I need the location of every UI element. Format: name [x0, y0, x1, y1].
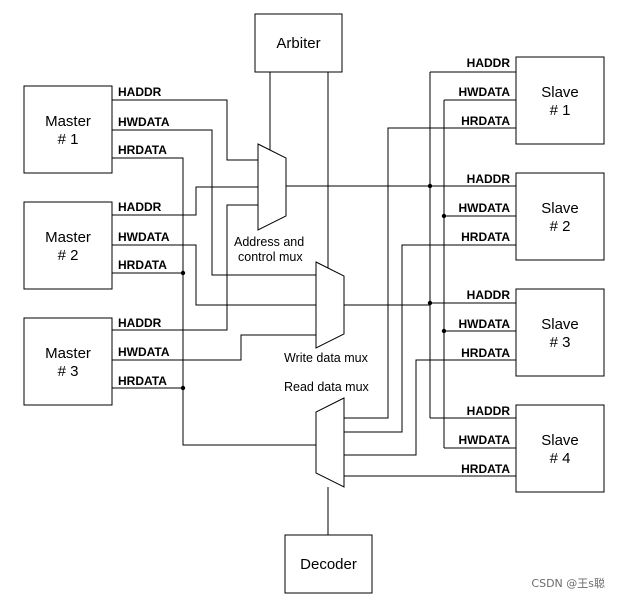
- s4-haddr-label: HADDR: [467, 404, 511, 418]
- read-mux-label: Read data mux: [284, 380, 370, 394]
- slave-1-number: # 1: [550, 102, 571, 119]
- s2-haddr-label: HADDR: [467, 172, 511, 186]
- s2-hrdata-wire: [344, 244, 516, 433]
- s1-hwdata-label: HWDATA: [458, 85, 510, 99]
- decoder-label: Decoder: [300, 556, 357, 573]
- master-3-box: [23, 317, 113, 406]
- master-2-label: Master: [45, 229, 91, 246]
- write-mux-label: Write data mux: [284, 351, 369, 365]
- address-mux-label-2: control mux: [238, 250, 303, 264]
- master-3-label: Master: [45, 345, 91, 362]
- slave-2-number: # 2: [550, 218, 571, 235]
- master-2-number: # 2: [58, 247, 79, 264]
- slave-1-box: [515, 56, 605, 145]
- m1-hrdata-label: HRDATA: [118, 143, 167, 157]
- junction-dots: [180, 183, 447, 391]
- slave-3-number: # 3: [550, 334, 571, 351]
- s4-hwdata-label: HWDATA: [458, 433, 510, 447]
- address-mux-label-1: Address and: [234, 235, 304, 249]
- arbiter-box: [254, 13, 343, 73]
- master-1-label: Master: [45, 113, 91, 130]
- s2-hwdata-label: HWDATA: [458, 201, 510, 215]
- m1-hwdata-label: HWDATA: [118, 115, 170, 129]
- slave-2-label: Slave: [541, 200, 579, 217]
- junction-dot: [180, 270, 186, 276]
- address-control-mux: [257, 143, 287, 231]
- m1-haddr-label: HADDR: [118, 85, 162, 99]
- slave-1-label: Slave: [541, 84, 579, 101]
- m2-haddr-label: HADDR: [118, 200, 162, 214]
- slave-4-number: # 4: [550, 450, 571, 467]
- junction-dot: [180, 385, 186, 391]
- write-data-mux: [315, 261, 345, 349]
- junction-dot: [441, 213, 447, 219]
- s4-hrdata-label: HRDATA: [461, 462, 510, 476]
- m3-haddr-label: HADDR: [118, 316, 162, 330]
- m2-hwdata-wire: [112, 244, 316, 306]
- junction-dot: [441, 328, 447, 334]
- junction-dot: [427, 300, 433, 306]
- slave-3-label: Slave: [541, 316, 579, 333]
- m3-hwdata-wire: [112, 334, 316, 361]
- s3-hwdata-label: HWDATA: [458, 317, 510, 331]
- junction-dot: [427, 183, 433, 189]
- m3-hrdata-label: HRDATA: [118, 374, 167, 388]
- slave-4-box: [515, 404, 605, 493]
- master-2-box: [23, 201, 113, 290]
- m2-hwdata-label: HWDATA: [118, 230, 170, 244]
- master-3-number: # 3: [58, 363, 79, 380]
- s1-hrdata-label: HRDATA: [461, 114, 510, 128]
- watermark: CSDN @王s聪: [531, 576, 605, 590]
- master-1-number: # 1: [58, 131, 79, 148]
- m3-hwdata-label: HWDATA: [118, 345, 170, 359]
- m1-hwdata-wire: [112, 129, 316, 276]
- slave-3-box: [515, 288, 605, 377]
- slave-4-label: Slave: [541, 432, 579, 449]
- s1-haddr-label: HADDR: [467, 56, 511, 70]
- s2-hrdata-label: HRDATA: [461, 230, 510, 244]
- s3-hrdata-label: HRDATA: [461, 346, 510, 360]
- read-data-mux: [315, 397, 345, 488]
- s3-haddr-label: HADDR: [467, 288, 511, 302]
- arbiter-label: Arbiter: [276, 35, 320, 52]
- m2-haddr-wire: [112, 186, 258, 216]
- m1-haddr-wire: [112, 99, 258, 161]
- master-1-box: [23, 85, 113, 174]
- s1-hrdata-wire: [344, 127, 516, 419]
- read-data-bus: [112, 157, 316, 446]
- slave-2-box: [515, 172, 605, 261]
- s3-hrdata-wire: [344, 359, 516, 456]
- decoder-box: [284, 534, 373, 594]
- m3-haddr-wire: [112, 204, 258, 331]
- m2-hrdata-label: HRDATA: [118, 258, 167, 272]
- wires: [112, 71, 516, 535]
